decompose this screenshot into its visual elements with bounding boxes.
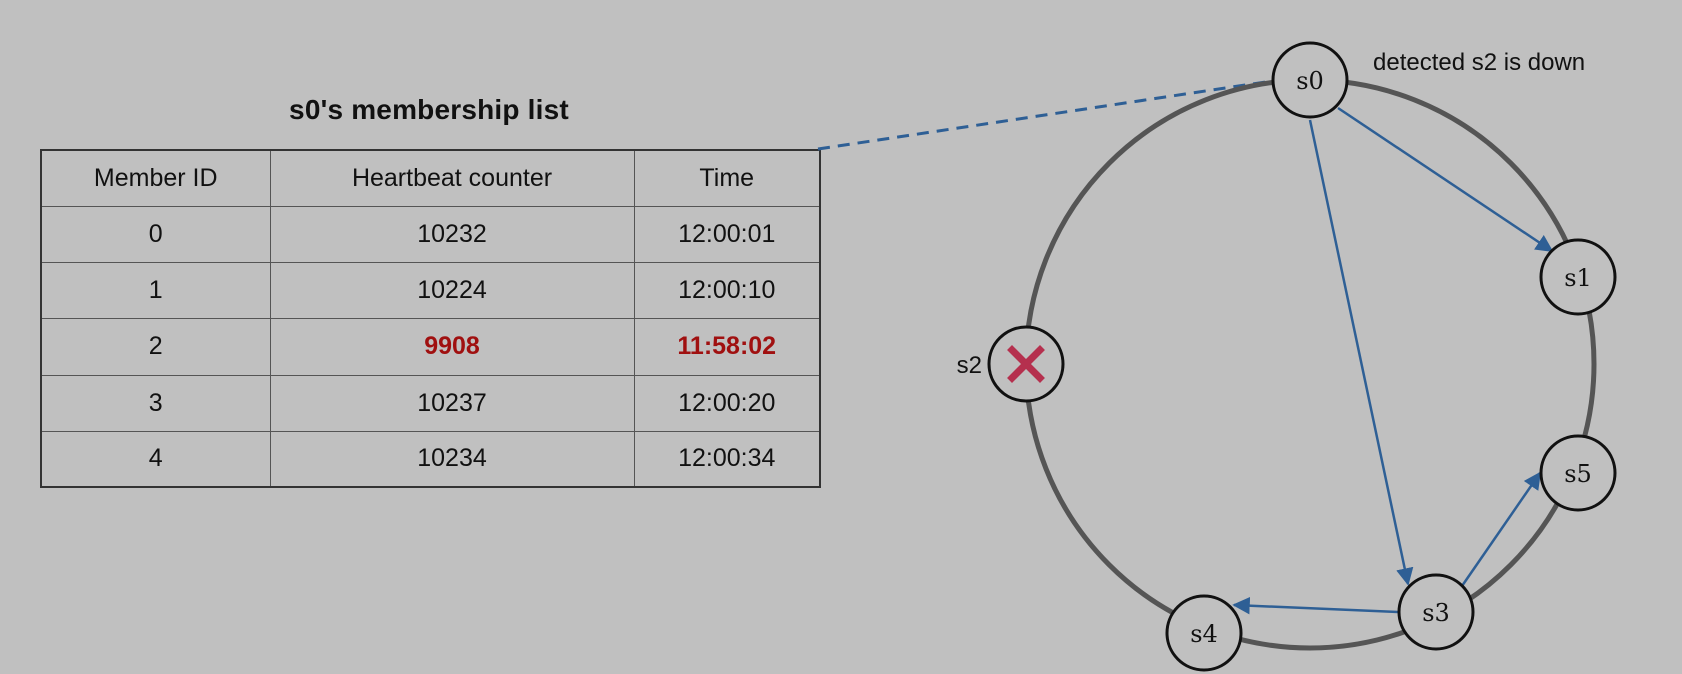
table-row: 0 10232 12:00:01 [40, 205, 821, 263]
time-cell: 12:00:20 [633, 374, 821, 432]
node-s1: s1 [1539, 238, 1617, 316]
down-detected-annotation: detected s2 is down [1373, 49, 1585, 76]
column-header-time: Time [633, 149, 821, 207]
node-label-s5: s5 [1564, 460, 1592, 488]
heartbeat-cell: 10232 [269, 205, 635, 263]
node-label-s4: s4 [1190, 620, 1218, 648]
table-title: s0's membership list [289, 94, 569, 125]
table-row: 1 10224 12:00:10 [40, 261, 821, 319]
node-label-s3: s3 [1422, 599, 1450, 627]
column-header-member-id: Member ID [40, 149, 271, 207]
arrow-s0-to-s3 [1308, 119, 1414, 586]
node-label-s1: s1 [1564, 264, 1592, 292]
member-id-cell: 1 [40, 261, 271, 319]
dashed-connector [817, 79, 1273, 151]
membership-table: Member ID Heartbeat counter Time 0 10232… [40, 149, 821, 488]
table-row-flagged: 2 9908 11:58:02 [40, 317, 821, 376]
heartbeat-cell-stale: 9908 [269, 317, 635, 376]
arrow-s3-to-s5 [1460, 471, 1542, 587]
table-row: 4 10234 12:00:34 [40, 430, 821, 488]
time-cell-stale: 11:58:02 [633, 317, 821, 376]
table-row: 3 10237 12:00:20 [40, 374, 821, 432]
x-mark-icon [1007, 345, 1045, 383]
node-s2-down [987, 325, 1065, 403]
time-cell: 12:00:34 [633, 430, 821, 488]
arrow-s0-to-s1 [1337, 106, 1554, 253]
member-id-cell: 0 [40, 205, 271, 263]
heartbeat-cell: 10224 [269, 261, 635, 319]
node-s3: s3 [1397, 573, 1475, 651]
node-label-s2: s2 [957, 352, 982, 379]
member-id-cell: 2 [40, 317, 271, 376]
arrow-s3-to-s4 [1232, 596, 1399, 615]
time-cell: 12:00:01 [633, 205, 821, 263]
node-s5: s5 [1539, 434, 1617, 512]
heartbeat-cell: 10237 [269, 374, 635, 432]
hash-ring [1023, 77, 1597, 651]
node-label-s0: s0 [1296, 67, 1324, 95]
member-id-cell: 4 [40, 430, 271, 488]
heartbeat-cell: 10234 [269, 430, 635, 488]
node-s4: s4 [1165, 594, 1243, 672]
node-s0: s0 [1271, 41, 1349, 119]
